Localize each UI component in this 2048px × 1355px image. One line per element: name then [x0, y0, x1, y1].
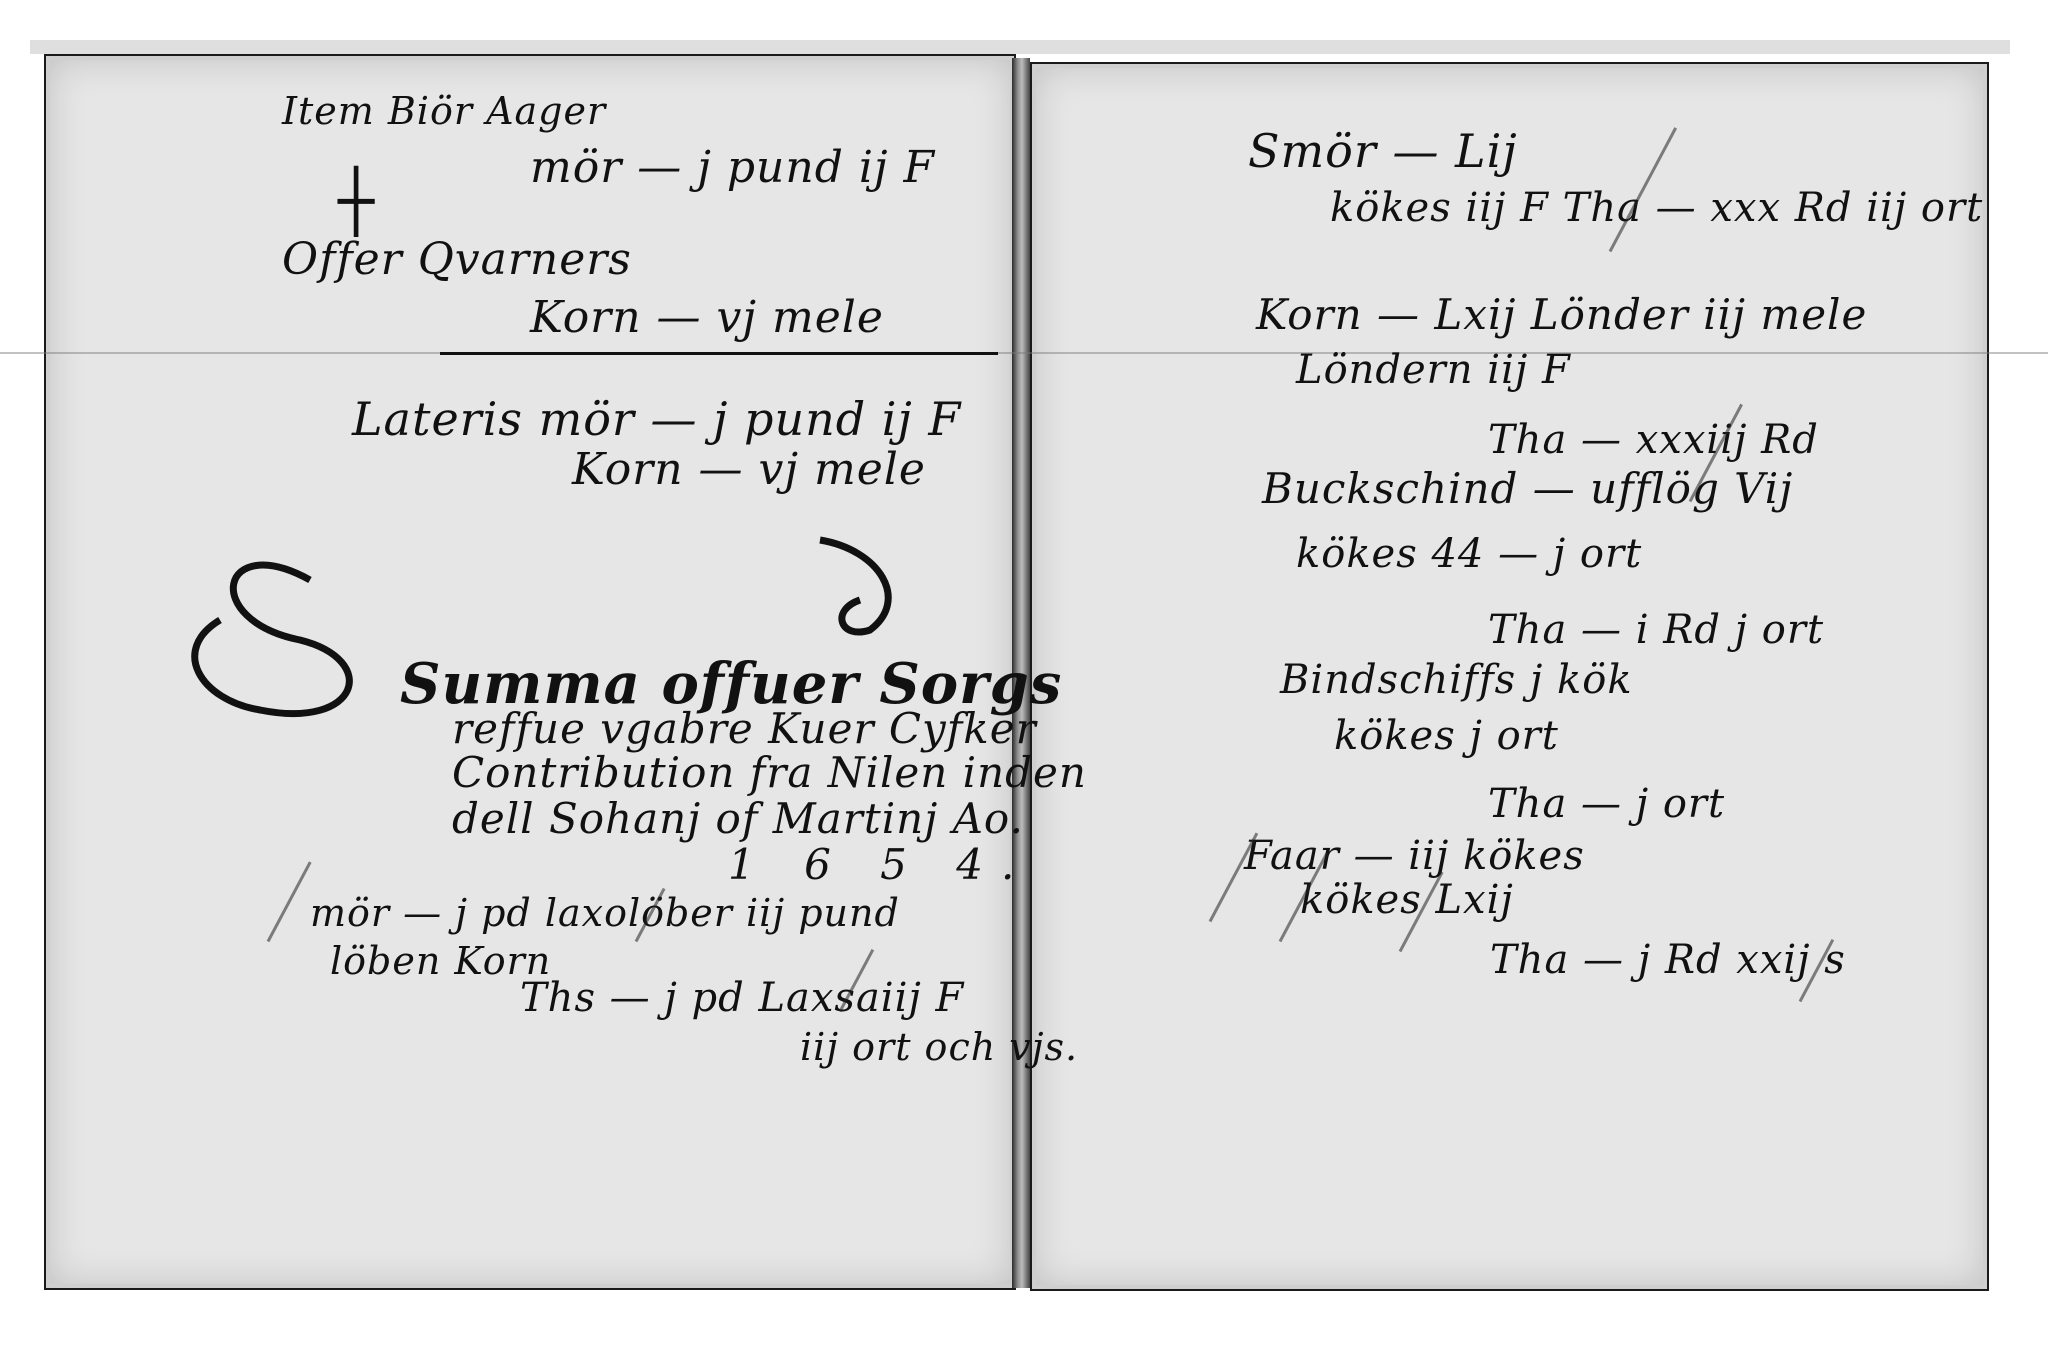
- summa-heading: Summa offuer Sorgs: [400, 651, 1063, 717]
- scan-edge: [30, 40, 2010, 54]
- calligraphic-flourish-d: [819, 536, 892, 636]
- right-line-13: kökes Lxij: [1300, 877, 1514, 923]
- left-line-13: löben Korn: [330, 939, 552, 983]
- right-line-3: Korn — Lxij Lönder iij mele: [1256, 290, 1868, 339]
- summa-line-2: reffue vgabre Kuer Cyfker: [452, 704, 1037, 753]
- right-page: [1030, 62, 1989, 1291]
- right-line-10: kökes j ort: [1334, 713, 1559, 759]
- left-line-4: Korn — vj mele: [530, 292, 884, 343]
- right-line-6: Buckschind — ufflög Vij: [1262, 464, 1794, 513]
- calligraphic-flourish: [191, 561, 353, 718]
- summa-line-3: Contribution fra Nilen inden: [452, 748, 1087, 797]
- left-divider: [440, 352, 998, 355]
- left-line-12: mör — j pd laxolöber iij pund: [310, 891, 900, 935]
- left-line-3: Offer Qvarners: [282, 234, 632, 285]
- right-line-1: Smör — Lij: [1248, 124, 1518, 178]
- book-fold: [1012, 58, 1030, 1288]
- right-line-8: Tha — i Rd j ort: [1488, 607, 1825, 653]
- right-line-5: Tha — xxxiij Rd: [1488, 417, 1819, 463]
- left-line-15: iij ort och vjs.: [800, 1025, 1079, 1069]
- right-line-7: kökes 44 — j ort: [1296, 531, 1643, 577]
- right-line-14: Tha — j Rd xxij s: [1490, 937, 1846, 983]
- left-line-6: Korn — vj mele: [572, 444, 926, 495]
- summa-line-4: dell Sohanj of Martinj Ao.: [452, 794, 1024, 843]
- summa-year: 1 6 5 4.: [728, 840, 1033, 889]
- paper-crease: [0, 352, 2048, 354]
- left-line-5: Lateris mör — j pund ij F: [352, 392, 962, 446]
- right-line-2: kökes iij F Tha — xxx Rd iij ort: [1330, 185, 1984, 231]
- left-line-2: mör — j pund ij F: [530, 142, 936, 193]
- left-line-1: Item Biör Aager: [282, 89, 607, 133]
- left-cross-mark: ┼: [338, 167, 375, 237]
- right-line-4: Löndern iij F: [1296, 347, 1571, 393]
- right-line-12: Faar — iij kökes: [1244, 833, 1585, 879]
- right-line-11: Tha — j ort: [1488, 781, 1726, 827]
- left-page: [44, 54, 1016, 1290]
- right-line-9: Bindschiffs j kök: [1280, 657, 1633, 703]
- left-line-14: Ths — j pd Laxsaiij F: [520, 975, 965, 1021]
